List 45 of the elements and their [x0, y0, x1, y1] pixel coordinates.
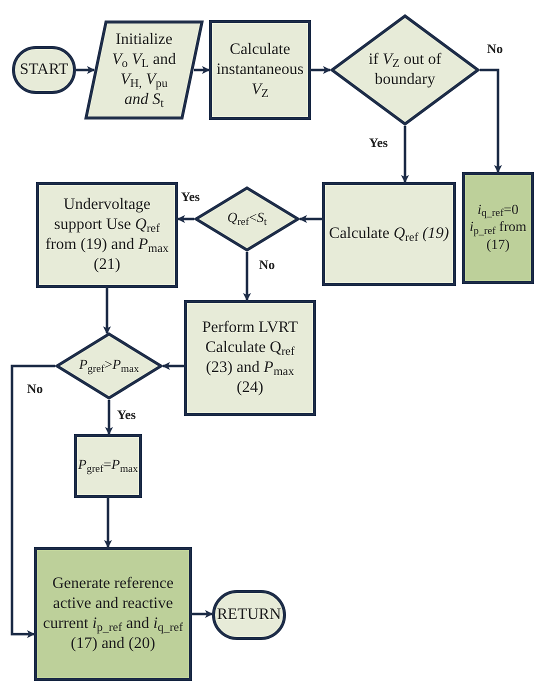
- process-box: [74, 434, 142, 498]
- arrow: [401, 126, 409, 183]
- arrow: [105, 400, 113, 435]
- process-box: [209, 20, 311, 120]
- node-text: START: [18, 60, 70, 80]
- return-terminal: [212, 590, 286, 640]
- process-box: [34, 547, 192, 681]
- decision-diamond: [55, 332, 163, 400]
- arrow: [10, 364, 55, 638]
- edge-label: Yes: [180, 190, 201, 203]
- arrow: [311, 66, 331, 74]
- arrow: [194, 66, 210, 74]
- edge-label: Yes: [368, 136, 389, 149]
- node-text: Calculate Q$_{ref}$ (19): [328, 224, 450, 244]
- edge-label: No: [486, 42, 504, 55]
- decision-diamond: [330, 14, 480, 126]
- node-text: Calculate instantaneous V$_{Z}$: [215, 40, 305, 100]
- process-box: [462, 172, 534, 284]
- input-parallelogram: [84, 20, 204, 120]
- arrow: [162, 362, 184, 370]
- start-terminal: [12, 46, 76, 94]
- arrow: [103, 288, 111, 334]
- node-text: Generate reference active and reactive current i$_{p_ref}$ and i$_{q_ref}$ (17) and (20): [42, 574, 184, 654]
- arrow: [76, 66, 95, 74]
- process-box: [36, 182, 178, 288]
- arrow: [104, 498, 112, 548]
- arrow: [192, 610, 214, 618]
- edge-label: No: [26, 382, 44, 395]
- process-box: [322, 182, 456, 286]
- arrow: [480, 68, 502, 173]
- node-text: P$_{gref}$=P$_{max}$: [77, 457, 140, 475]
- edge-label: Yes: [116, 408, 137, 421]
- node-text: Q$_{ref}$<S$_{t}$: [226, 210, 268, 228]
- node-text: if V$_{Z}$ out of boundary: [368, 50, 442, 90]
- arrow: [243, 252, 251, 301]
- node-text: i$_{q_ref}$=0 i$_{p_ref}$ from (17): [468, 202, 528, 254]
- node-text: RETURN: [216, 605, 282, 625]
- node-text: Undervoltage support Use Q$_{ref}$ from (19) and P$_{max}$ (21): [44, 195, 170, 275]
- node-text: P$_{gref}$>P$_{max}$: [78, 357, 140, 375]
- node-text: Initialize V$_{o}$ V$_{L}$ and V$_{H,}$ V$_{pu}$ and S$_{t}$: [110, 30, 177, 110]
- edge-label: No: [258, 258, 276, 271]
- node-text: Perform LVRT Calculate Q$_{ref}$ (23) and P$_{max}$ (24): [201, 318, 299, 398]
- arrow: [299, 215, 322, 223]
- arrow: [177, 215, 194, 223]
- process-box: [184, 300, 316, 416]
